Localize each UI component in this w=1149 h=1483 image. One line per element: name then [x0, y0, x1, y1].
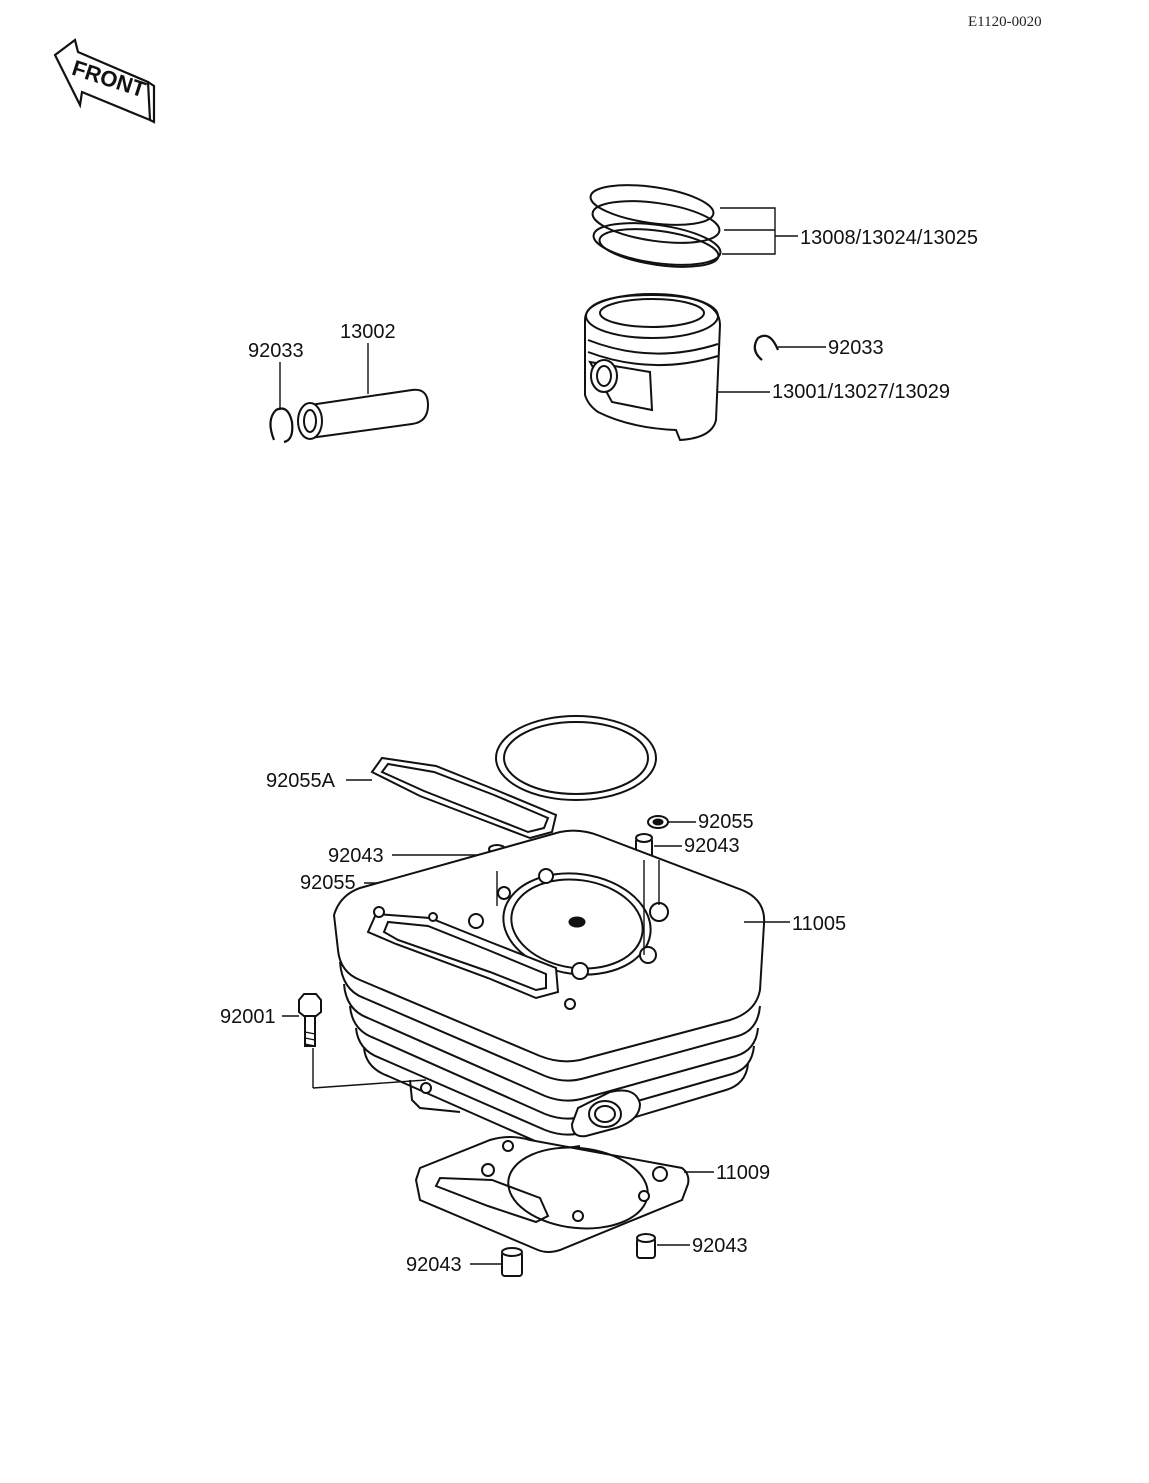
label-pin-clip-right: 92033 [828, 337, 884, 359]
label-oring-top-left: 92055 [300, 872, 356, 894]
label-dowel-bottom-right: 92043 [692, 1235, 748, 1257]
pin-clip-left [269, 407, 294, 444]
dowel-bottom-left [501, 1247, 523, 1277]
cylinder [332, 829, 766, 1149]
piston-rings [589, 184, 722, 268]
piston [584, 293, 722, 442]
pin-clip-right [753, 334, 780, 361]
dowel-bottom-right [636, 1233, 656, 1259]
label-dowel-bottom-left: 92043 [406, 1254, 462, 1276]
label-oring-top-right: 92055 [698, 811, 754, 833]
bolt [298, 993, 322, 1047]
label-piston: 13001/13027/13029 [772, 381, 950, 403]
label-rings: 13008/13024/13025 [800, 227, 978, 249]
front-arrow-icon: FRONT [53, 38, 156, 124]
small-gasket [370, 756, 558, 840]
label-cylinder: 11005 [792, 913, 846, 935]
piston-pin [297, 388, 430, 440]
base-gasket [414, 1136, 690, 1253]
label-base-gasket: 11009 [716, 1162, 770, 1184]
label-bolt: 92001 [220, 1006, 276, 1028]
label-dowel-top-left: 92043 [328, 845, 384, 867]
label-dowel-top-right: 92043 [684, 835, 740, 857]
label-pin-clip-left: 92033 [248, 340, 304, 362]
diagram-code: E1120-0020 [968, 14, 1042, 30]
label-small-gasket: 92055A [266, 770, 336, 792]
large-oring [495, 715, 657, 801]
label-piston-pin: 13002 [340, 321, 396, 343]
